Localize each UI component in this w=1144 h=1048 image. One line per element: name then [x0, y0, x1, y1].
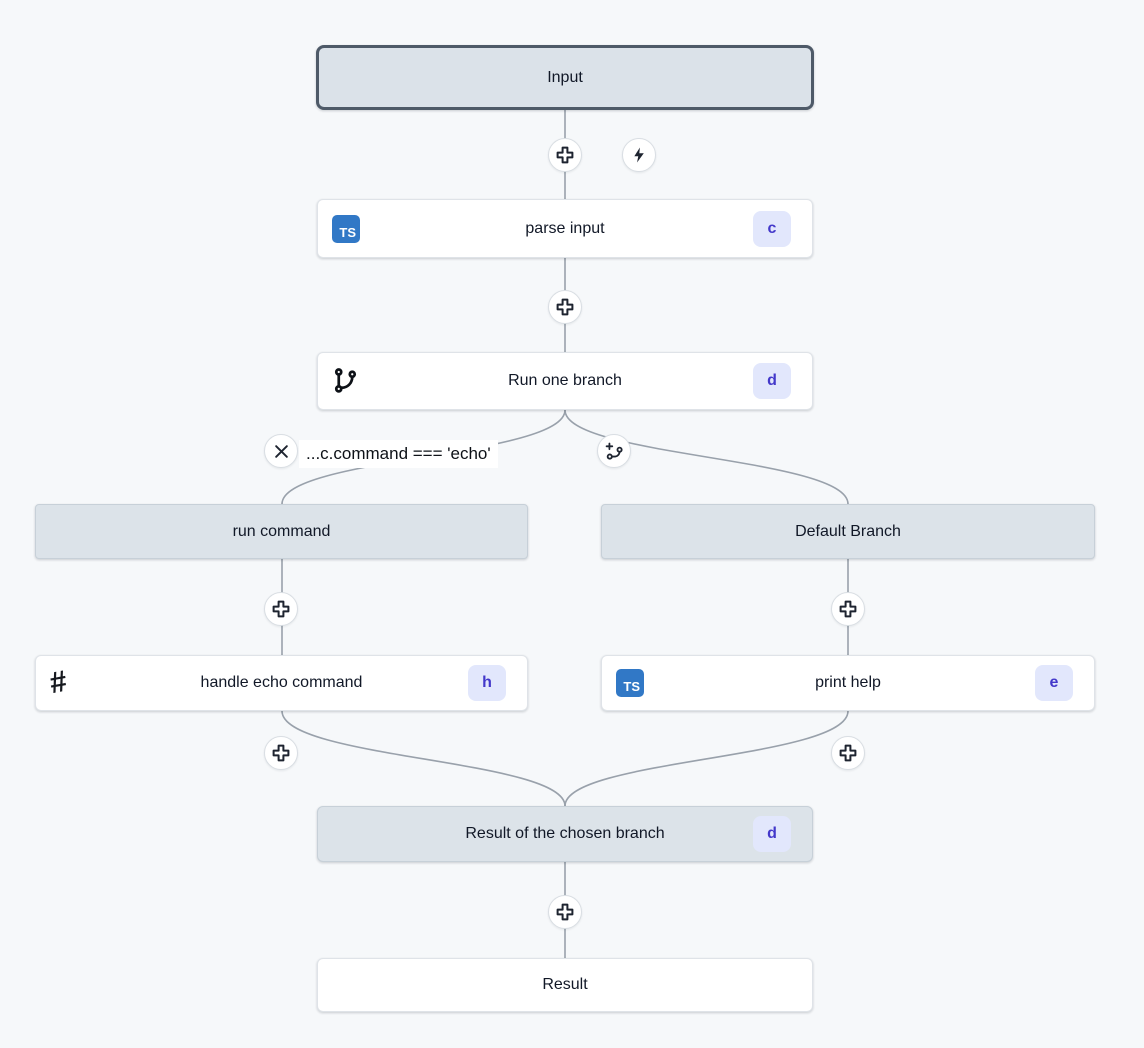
node-input[interactable]: Input — [316, 45, 814, 110]
plus-cross-icon — [555, 145, 575, 165]
add-branch-button[interactable] — [597, 434, 631, 468]
git-branch-icon — [332, 368, 359, 395]
plus-cross-icon — [555, 297, 575, 317]
node-result-label: Result — [542, 976, 588, 993]
node-id-badge: h — [468, 665, 506, 701]
node-result[interactable]: Result — [317, 958, 813, 1012]
hash-icon: # — [47, 664, 70, 701]
typescript-icon: TS — [332, 214, 360, 243]
branch-condition-label[interactable]: ...c.command === 'echo' — [299, 440, 498, 468]
branch-header-label: run command — [232, 522, 331, 540]
node-handle-echo-label: handle echo command — [200, 674, 363, 691]
node-print-help[interactable]: TS print help e — [601, 655, 1095, 711]
node-id-badge: c — [753, 210, 791, 247]
lightning-bolt-icon — [630, 146, 648, 164]
add-step-button[interactable] — [264, 592, 298, 626]
node-result-of-chosen-branch[interactable]: Result of the chosen branch d — [317, 806, 813, 862]
add-step-button[interactable] — [548, 138, 582, 172]
node-id-badge: e — [1035, 665, 1073, 701]
add-step-button[interactable] — [831, 592, 865, 626]
branch-header-run-command[interactable]: run command — [35, 504, 528, 559]
x-icon — [274, 444, 289, 459]
add-step-button[interactable] — [548, 290, 582, 324]
node-input-label: Input — [547, 68, 583, 86]
plus-cross-icon — [271, 599, 291, 619]
delete-branch-button[interactable] — [264, 434, 298, 468]
node-id-badge: d — [753, 816, 791, 852]
plus-cross-icon — [838, 743, 858, 763]
plus-cross-icon — [271, 743, 291, 763]
branch-header-default[interactable]: Default Branch — [601, 504, 1095, 559]
node-parse-input-label: parse input — [525, 219, 605, 237]
trigger-button[interactable] — [622, 138, 656, 172]
node-run-one-branch[interactable]: Run one branch d — [317, 352, 813, 410]
add-step-button[interactable] — [548, 895, 582, 929]
plus-cross-icon — [555, 902, 575, 922]
add-step-button[interactable] — [831, 736, 865, 770]
node-print-help-label: print help — [815, 674, 881, 691]
node-run-one-branch-label: Run one branch — [508, 372, 622, 389]
typescript-icon: TS — [616, 669, 644, 697]
node-handle-echo-command[interactable]: # handle echo command h — [35, 655, 528, 711]
node-parse-input[interactable]: TS parse input c — [317, 199, 813, 258]
node-result-branch-label: Result of the chosen branch — [465, 825, 665, 842]
node-id-badge: d — [753, 363, 791, 399]
branch-header-label: Default Branch — [795, 522, 901, 540]
add-step-button[interactable] — [264, 736, 298, 770]
branch-plus-icon — [605, 442, 624, 461]
plus-cross-icon — [838, 599, 858, 619]
